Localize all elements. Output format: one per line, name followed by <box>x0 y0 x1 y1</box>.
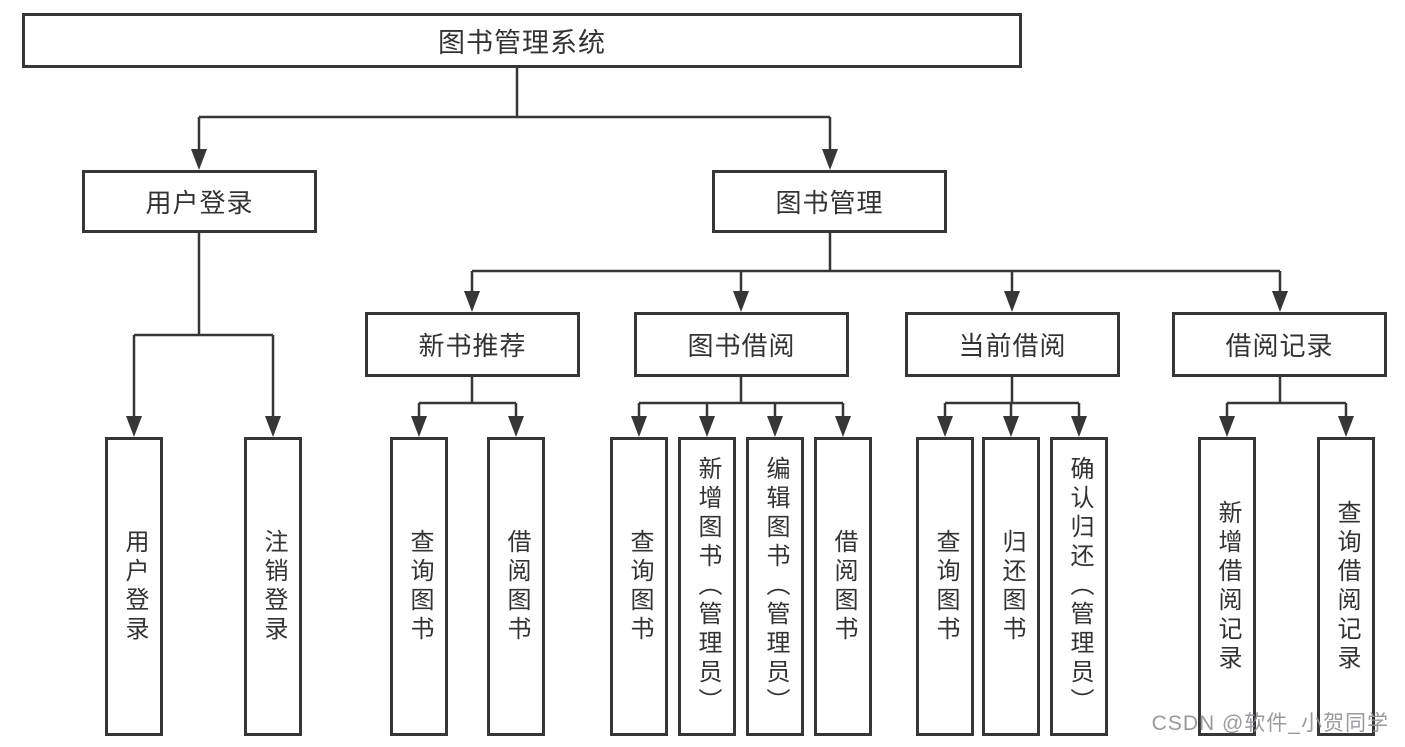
connector-new-book-children <box>417 377 518 433</box>
leaf-node-borrow-books: 借阅图书 <box>814 437 872 736</box>
leaf-node-label: 查询图书 <box>932 528 959 645</box>
connector-level-1 <box>197 68 832 166</box>
leaf-node-query-books: 查询图书 <box>916 437 974 736</box>
leaf-node-query-books: 查询图书 <box>390 437 448 736</box>
group-node-label: 图书借阅 <box>687 331 796 361</box>
group-node-book-borrow: 图书借阅 <box>634 312 849 377</box>
group-node-current-borrow: 当前借阅 <box>905 312 1120 377</box>
group-node-new-book-recommend: 新书推荐 <box>365 312 580 377</box>
branch-node-label: 用户登录 <box>145 188 254 218</box>
leaf-node-confirm-return-admin: 确认归还（管理员） <box>1050 437 1108 736</box>
leaf-node-edit-books-admin: 编辑图书（管理员） <box>746 437 804 736</box>
leaf-node-label: 注销登录 <box>260 528 287 645</box>
arrow-icon-borrow-record-children <box>1219 416 1354 437</box>
group-node-borrow-record: 借阅记录 <box>1172 312 1387 377</box>
root-node-library-system: 图书管理系统 <box>22 13 1022 68</box>
branch-node-book-management: 图书管理 <box>712 170 947 233</box>
leaf-node-label: 查询图书 <box>626 528 653 645</box>
leaf-node-label: 查询图书 <box>406 528 433 645</box>
connector-book-borrow-children <box>637 377 845 433</box>
connector-user-login-children <box>132 233 275 433</box>
group-node-label: 借阅记录 <box>1225 331 1334 361</box>
leaf-node-label: 用户登录 <box>121 528 148 645</box>
leaf-node-add-borrow-record: 新增借阅记录 <box>1198 437 1256 736</box>
connector-book-management-children <box>470 233 1282 308</box>
branch-node-user-login: 用户登录 <box>82 170 317 233</box>
group-node-label: 当前借阅 <box>958 331 1067 361</box>
leaf-node-label: 归还图书 <box>998 528 1025 645</box>
leaf-node-add-books-admin: 新增图书（管理员） <box>678 437 736 736</box>
root-node-label: 图书管理系统 <box>438 28 606 58</box>
arrow-icon-book-borrow-children <box>631 416 851 437</box>
leaf-node-logout: 注销登录 <box>244 437 302 736</box>
arrow-icon-level-1 <box>191 149 838 170</box>
group-node-label: 新书推荐 <box>418 331 527 361</box>
leaf-node-return-books: 归还图书 <box>982 437 1040 736</box>
connector-borrow-record-children <box>1225 377 1348 433</box>
leaf-node-user-login: 用户登录 <box>105 437 163 736</box>
leaf-node-label: 新增借阅记录 <box>1214 499 1241 674</box>
leaf-node-query-books: 查询图书 <box>610 437 668 736</box>
leaf-node-query-borrow-record: 查询借阅记录 <box>1317 437 1375 736</box>
leaf-node-borrow-books: 借阅图书 <box>487 437 545 736</box>
leaf-node-label: 新增图书（管理员） <box>694 456 721 717</box>
arrow-icon-user-login-children <box>126 416 281 437</box>
leaf-node-label: 编辑图书（管理员） <box>762 456 789 717</box>
leaf-node-label: 借阅图书 <box>830 528 857 645</box>
branch-node-label: 图书管理 <box>775 188 884 218</box>
leaf-node-label: 借阅图书 <box>503 528 530 645</box>
arrow-icon-current-borrow-children <box>937 416 1087 437</box>
csdn-watermark: CSDN @软件_小贺同学 <box>1151 712 1389 735</box>
leaf-node-label: 查询借阅记录 <box>1333 499 1360 674</box>
connector-current-borrow-children <box>943 377 1081 433</box>
leaf-node-label: 确认归还（管理员） <box>1066 456 1093 717</box>
arrow-icon-book-management-children <box>464 291 1288 312</box>
arrow-icon-new-book-children <box>411 416 524 437</box>
